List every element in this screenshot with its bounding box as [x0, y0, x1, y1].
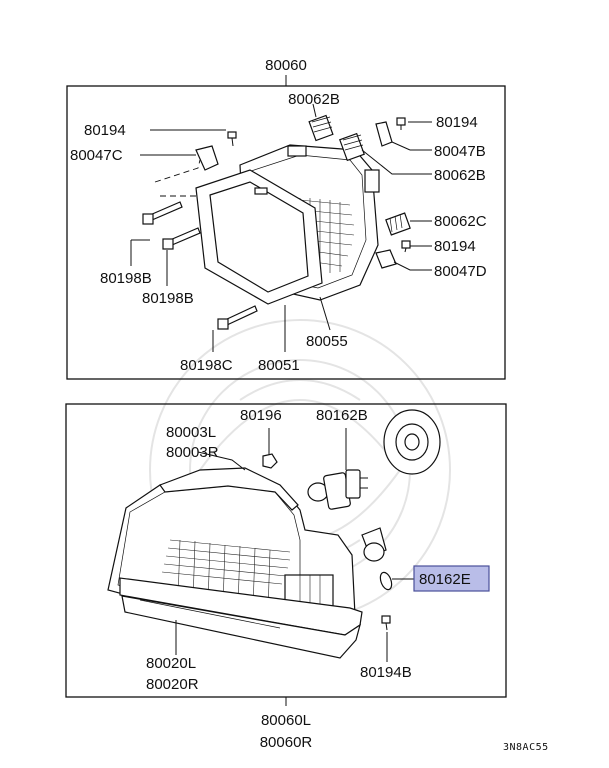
spring-80062B-top-part[interactable] [308, 114, 334, 142]
screw-80194-left-part[interactable] [227, 131, 237, 147]
bracket-80047B-part[interactable] [375, 121, 393, 147]
assembly-label-80060L[interactable]: 80060L [261, 712, 311, 729]
screw-80194B-part[interactable] [381, 615, 391, 631]
lamp-housing-80003-part[interactable] [159, 467, 299, 511]
screw-80198B-a-part[interactable] [142, 201, 183, 225]
screw-80198C-part[interactable] [217, 305, 258, 330]
label-80198B-b[interactable]: 80198B [142, 290, 194, 307]
label-80198C[interactable]: 80198C [180, 357, 233, 374]
bulb-cover-part[interactable] [383, 409, 441, 475]
wedge-bulb-80162E-part[interactable] [378, 571, 394, 591]
label-80194-mid[interactable]: 80194 [434, 238, 476, 255]
label-80003L[interactable]: 80003L [166, 424, 216, 441]
bulb-80162B-part[interactable] [307, 469, 368, 510]
label-80196[interactable]: 80196 [240, 407, 282, 424]
image-code: 3N8AC55 [503, 742, 549, 753]
bracket-80047C-part[interactable] [195, 145, 219, 171]
label-80062C[interactable]: 80062C [434, 213, 487, 230]
label-80062B-top[interactable]: 80062B [288, 91, 340, 108]
nut-80196-part[interactable] [262, 453, 278, 469]
label-80062B-right[interactable]: 80062B [434, 167, 486, 184]
label-80020L[interactable]: 80020L [146, 655, 196, 672]
label-80047C[interactable]: 80047C [70, 147, 123, 164]
label-80162E[interactable]: 80162E [419, 571, 471, 588]
label-80198B-a[interactable]: 80198B [100, 270, 152, 287]
label-80162B[interactable]: 80162B [316, 407, 368, 424]
label-80020R[interactable]: 80020R [146, 676, 199, 693]
label-80194-right[interactable]: 80194 [436, 114, 478, 131]
top-assembly-frame [66, 85, 506, 380]
label-80051[interactable]: 80051 [258, 357, 300, 374]
combination-lamp-part[interactable] [107, 477, 363, 659]
label-80055[interactable]: 80055 [306, 333, 348, 350]
label-80047B[interactable]: 80047B [434, 143, 486, 160]
spring-80062C-part[interactable] [385, 212, 411, 236]
bottom-assembly: 80196 80162B 80003L 80003R 80162E 80020L… [65, 403, 507, 751]
highlight-box-80162E[interactable] [413, 565, 490, 592]
label-80003R[interactable]: 80003R [166, 444, 219, 461]
top-assembly: 80060 [66, 57, 506, 380]
retaining-frame-part[interactable] [195, 169, 323, 305]
label-80194B[interactable]: 80194B [360, 664, 412, 681]
screw-80194-right-part[interactable] [396, 117, 406, 130]
spring-80062B-right-part[interactable] [339, 132, 365, 162]
label-80194-left[interactable]: 80194 [84, 122, 126, 139]
assembly-label-80060R[interactable]: 80060R [260, 734, 313, 751]
label-80047D[interactable]: 80047D [434, 263, 487, 280]
screw-80198B-b-part[interactable] [162, 227, 201, 250]
bracket-80047D-part[interactable] [375, 249, 397, 269]
screw-80194-mid-part[interactable] [401, 240, 411, 253]
assembly-label-80060[interactable]: 80060 [265, 57, 307, 74]
socket-part[interactable] [361, 527, 387, 562]
